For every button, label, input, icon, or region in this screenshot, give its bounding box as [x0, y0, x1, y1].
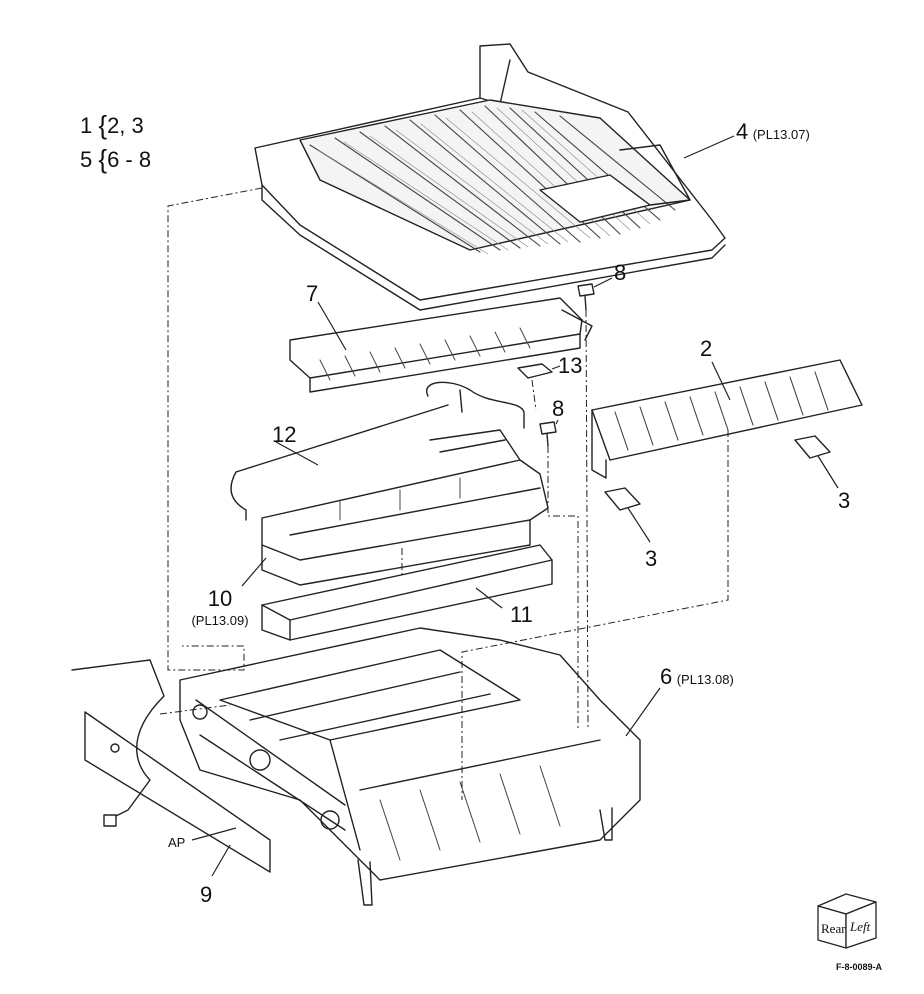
reference-line-screw-lower [547, 446, 579, 728]
cube-label-left: Left [850, 919, 871, 934]
side-cable [71, 659, 165, 821]
callout-part-8-upper: 8 [614, 260, 627, 285]
leader-part-13 [551, 365, 561, 370]
leader-part-3-left [627, 507, 651, 543]
callout-part-3-right: 3 [838, 488, 851, 513]
screw-part-8-upper [577, 283, 595, 311]
leader-part-ap [191, 827, 237, 841]
callout-reference: (PL13.07) [752, 127, 810, 142]
leader-part-7 [317, 301, 347, 351]
callout-part-4: 4 (PL13.07) [736, 121, 810, 143]
top-cover-part-4 [254, 43, 726, 311]
callout-part-10: 10 (PL13.09) [180, 586, 260, 628]
base-frame-part-6 [179, 627, 641, 906]
side-plate-part-9 [84, 711, 271, 873]
cube-label-rear: Rear [821, 921, 846, 936]
clip-part-3-left [604, 487, 641, 511]
callout-part-2: 2 [700, 336, 713, 361]
figure-id: F-8-0089-A [836, 962, 883, 972]
reference-line-side-plate [159, 704, 231, 715]
assembly-legend-row-2: 5 {6 - 8 [80, 144, 152, 174]
upper-guide-part-7 [289, 297, 593, 393]
legend-brace: { [98, 110, 108, 140]
callout-part-7: 7 [306, 281, 319, 306]
cable-connector [103, 814, 117, 827]
leader-part-12 [275, 441, 319, 466]
callout-number: 10 [207, 586, 233, 611]
transport-assembly-part-10 [261, 429, 549, 586]
callout-part-11: 11 [510, 602, 533, 627]
legend-brace: { [98, 144, 108, 174]
leader-part-10 [241, 557, 267, 587]
leader-part-6 [625, 687, 661, 737]
callout-number: 4 [736, 119, 749, 144]
leader-part-4 [683, 135, 735, 159]
callout-part-6: 6 (PL13.08) [660, 666, 734, 688]
leader-part-3-right [817, 455, 839, 489]
orientation-cube-icon [817, 893, 877, 949]
screw-part-8-lower [539, 421, 557, 447]
leader-part-9 [211, 844, 231, 877]
callout-reference: (PL13.09) [191, 613, 249, 628]
callout-part-8-lower: 8 [552, 396, 565, 421]
exit-guide-part-2 [591, 359, 863, 479]
legend-parent: 1 [80, 113, 93, 138]
legend-children: 6 - 8 [107, 147, 152, 172]
callout-part-13: 13 [558, 353, 583, 378]
callout-reference: (PL13.08) [676, 672, 734, 687]
callout-ap: AP [168, 835, 186, 850]
harness-part-12 [230, 381, 525, 521]
callout-part-9: 9 [200, 882, 213, 907]
legend-parent: 5 [80, 147, 93, 172]
callout-part-3-left: 3 [645, 546, 658, 571]
legend-children: 2, 3 [107, 113, 144, 138]
assembly-legend-row-1: 1 {2, 3 [80, 110, 144, 140]
callout-number: 6 [660, 664, 673, 689]
reference-line-exit-guide [461, 430, 729, 800]
reference-line-screw-upper [585, 309, 589, 729]
pad-part-13 [517, 363, 553, 379]
leader-part-11 [475, 587, 503, 609]
reference-line-pad [531, 379, 537, 411]
leader-part-2 [711, 361, 731, 401]
clip-part-3-right [794, 435, 831, 459]
reference-line-left [167, 187, 263, 671]
callout-part-12: 12 [272, 422, 297, 447]
leader-part-8-upper [593, 277, 613, 288]
leader-part-8-lower [555, 419, 559, 425]
chute-part-11 [261, 544, 553, 641]
